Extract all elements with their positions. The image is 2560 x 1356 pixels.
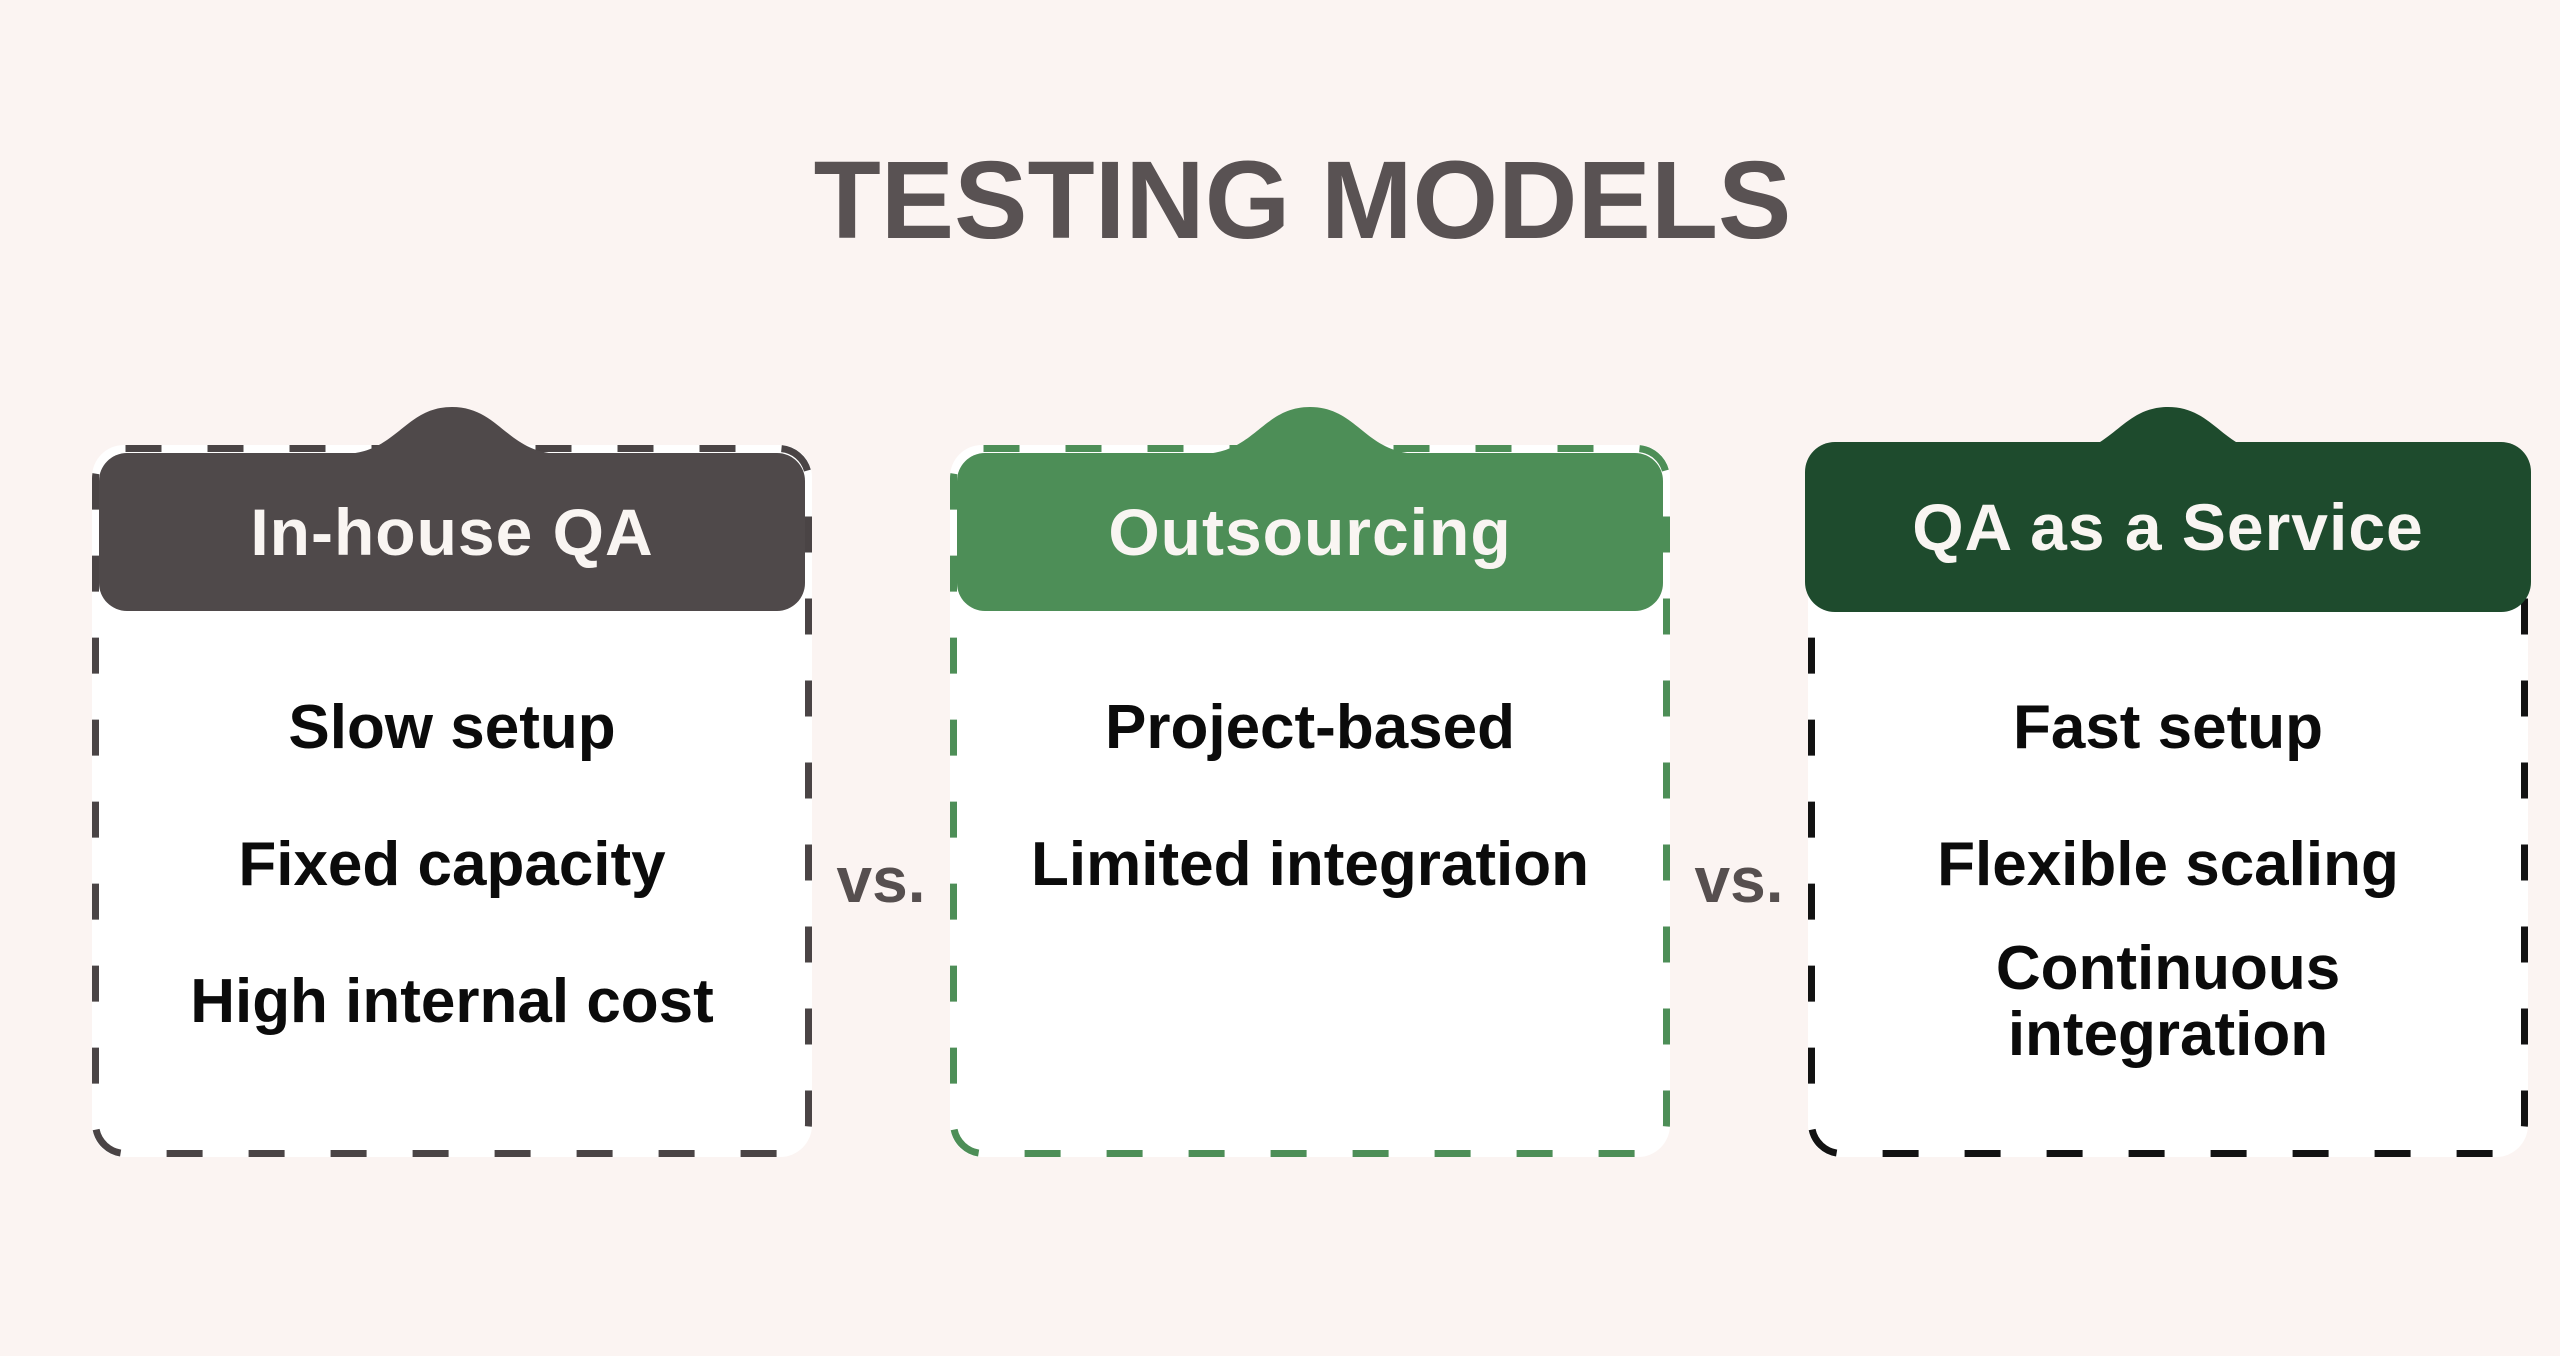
feature-item: Project-based [1104, 693, 1516, 762]
card-header: Outsourcing [957, 453, 1663, 611]
vs-label: vs. [836, 844, 926, 916]
feature-item: Flexible scaling [1937, 830, 2399, 899]
feature-item: Fixed capacity [238, 830, 666, 899]
feature-item: Fast setup [2012, 693, 2324, 762]
feature-item: Limited integration [1031, 830, 1589, 899]
card-title: QA as a Service [1912, 490, 2424, 564]
comparison-card-outsourcing: Outsourcing Project-based Limited integr… [950, 407, 1670, 1157]
page-title: TESTING MODELS [813, 139, 1792, 262]
bump-shape-icon [342, 407, 562, 454]
card-title: In-house QA [250, 495, 654, 569]
feature-item: Slow setup [288, 693, 616, 762]
vs-label: vs. [1694, 844, 1784, 916]
card-header: QA as a Service [1805, 442, 2531, 612]
card-header: In-house QA [99, 453, 805, 611]
comparison-card-qa-as-a-service: QA as a Service Fast setup Flexible scal… [1805, 407, 2531, 1157]
bump-shape-icon [1200, 407, 1420, 454]
card-title: Outsourcing [1108, 495, 1512, 569]
comparison-card-inhouse-qa: In-house QA Slow setup Fixed capacity Hi… [92, 407, 812, 1157]
feature-item: High internal cost [190, 967, 714, 1036]
feature-item: Continuous integration [1995, 934, 2341, 1069]
